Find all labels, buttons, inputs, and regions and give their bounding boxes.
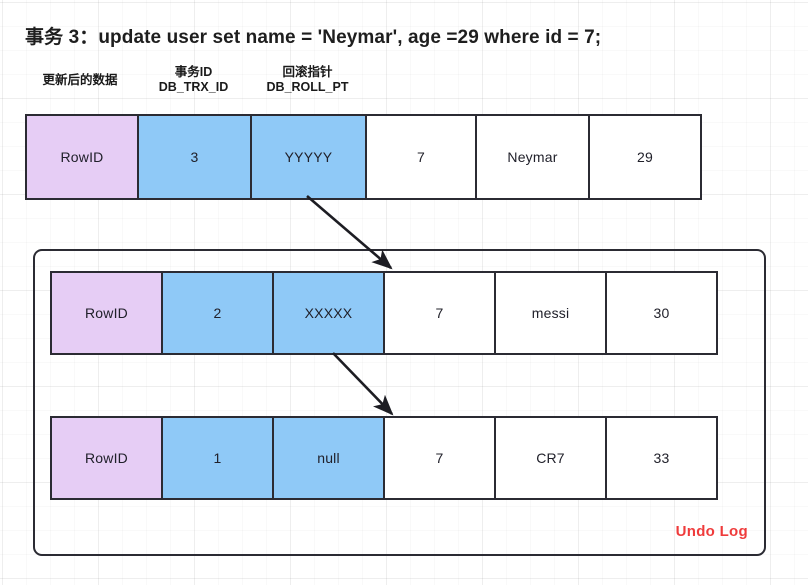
undo-log-row: RowID 1 null 7 CR7 33 xyxy=(50,416,718,500)
cell-db-roll-pt: YYYYY xyxy=(250,114,367,200)
cell-id: 7 xyxy=(383,416,496,500)
cell-db-trx-id: 3 xyxy=(137,114,252,200)
cell-db-trx-id: 2 xyxy=(161,271,274,355)
page-title: 事务 3：update user set name = 'Neymar', ag… xyxy=(25,27,602,48)
cell-db-roll-pt: XXXXX xyxy=(272,271,385,355)
cell-id: 7 xyxy=(383,271,496,355)
cell-db-roll-pt: null xyxy=(272,416,385,500)
cell-age: 29 xyxy=(588,114,702,200)
undo-log-row: RowID 2 XXXXX 7 messi 30 xyxy=(50,271,718,355)
cell-id: 7 xyxy=(365,114,477,200)
current-record-row: RowID 3 YYYYY 7 Neymar 29 xyxy=(25,114,702,200)
cell-age: 33 xyxy=(605,416,718,500)
cell-age: 30 xyxy=(605,271,718,355)
undo-log-label: Undo Log xyxy=(675,523,748,540)
cell-name: CR7 xyxy=(494,416,607,500)
cell-db-trx-id: 1 xyxy=(161,416,274,500)
caption-updated-data: 更新后的数据 xyxy=(42,73,118,87)
cell-name: Neymar xyxy=(475,114,590,200)
cell-rowid: RowID xyxy=(50,416,163,500)
undo-log-box: Undo Log xyxy=(33,249,766,556)
cell-rowid: RowID xyxy=(25,114,139,200)
cell-rowid: RowID xyxy=(50,271,163,355)
cell-name: messi xyxy=(494,271,607,355)
